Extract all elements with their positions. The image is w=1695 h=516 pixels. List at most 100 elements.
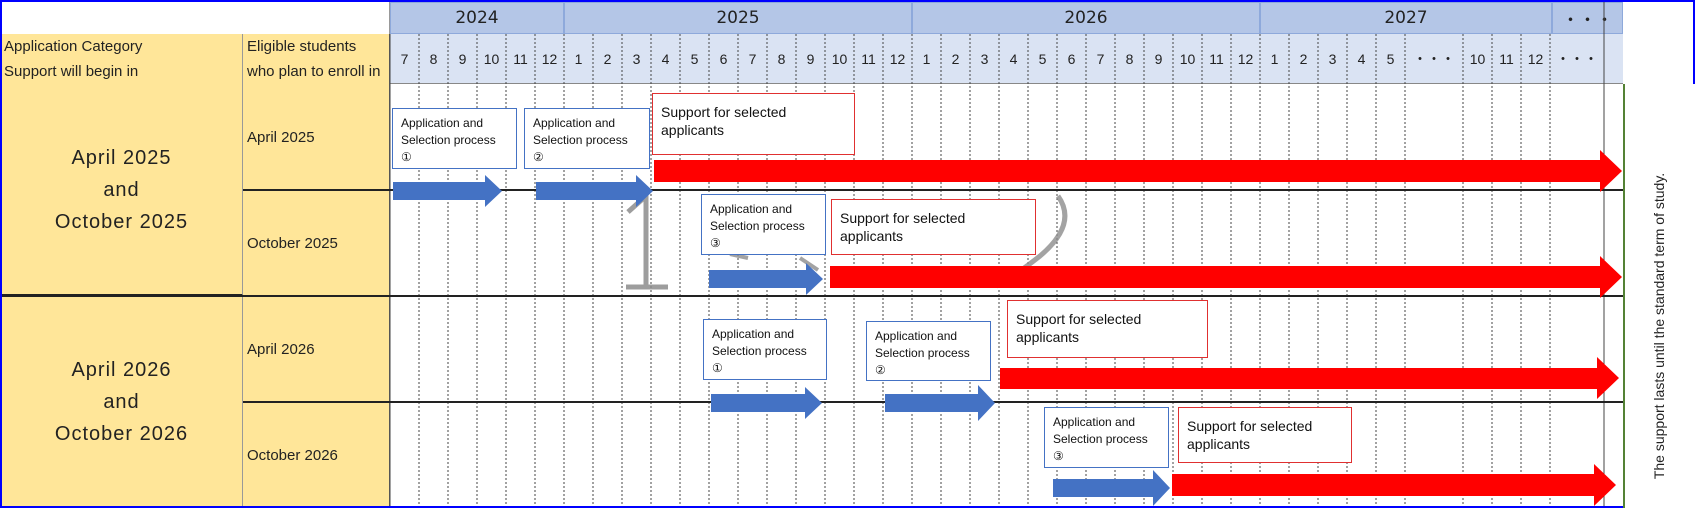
month-label: 2 [951,51,960,67]
month-label: 5 [690,51,699,67]
top-left-blank [0,0,390,34]
year-label-2024: 2024 [455,8,499,28]
year-header-2025: 2025 [564,2,912,34]
header-category-cell [0,34,243,84]
month-label: 8 [429,51,438,67]
month-label: 3 [632,51,641,67]
application-box-line-1: Application and [875,329,958,343]
watermark-stroke-3 [729,252,820,272]
eligible-april-2026: April 2026 [247,341,315,358]
month-label: 5 [1386,51,1395,67]
category-cell-2026 [0,296,243,508]
blue-arrow-apr26-1 [711,387,822,419]
support-box-oct25: Support for selected applicants [831,199,1036,255]
application-box-oct26-3: Application and Selection process ③ [1044,407,1169,468]
month-label: 10 [831,51,848,67]
month-label: 10 [1179,51,1196,67]
red-arrow-oct26 [1172,464,1616,506]
application-box-apr25-2: Application and Selection process ② [524,108,650,169]
eligible-october-2026: October 2026 [247,447,338,464]
month-label: 1 [1270,51,1279,67]
month-label: 11 [1209,51,1224,67]
month-label: 4 [1009,51,1018,67]
support-box-line-1: Support for selected [661,104,787,120]
blue-arrow-oct26 [1053,470,1170,506]
month-label: 11 [1499,51,1514,67]
application-box-oct25-3: Application and Selection process ③ [701,194,826,255]
category-cell-2025 [0,84,243,296]
month-label: 7 [748,51,757,67]
category-2026-label: April 2026 and October 2026 [0,354,243,450]
month-label: 12 [889,51,906,67]
application-box-line-2: Selection process ③ [1053,432,1148,463]
month-label: 7 [1096,51,1105,67]
eligible-october-2025: October 2025 [247,235,338,252]
month-label: ・・・ [1556,51,1598,67]
category-2025-line-1: April 2025 [71,147,172,169]
support-duration-note: The support lasts until the standard ter… [1651,172,1667,480]
month-label: 9 [458,51,467,67]
month-label: 10 [1469,51,1486,67]
month-label: ・・・ [1413,51,1455,67]
application-box-line-2: Selection process ② [875,346,970,377]
header-category-text: Application Category Support will begin … [0,34,243,84]
month-label: 4 [661,51,670,67]
blue-arrow-apr25-2 [536,175,653,207]
support-box-line-1: Support for selected [1187,418,1313,434]
category-2026-line-3: October 2026 [54,423,189,445]
month-label: 2 [1299,51,1308,67]
eligible-header-line-1: Eligible students [247,38,357,55]
year-header-2026: 2026 [912,2,1260,34]
month-label: 11 [513,51,528,67]
month-label: 11 [861,51,876,67]
year-label-2027: 2027 [1384,8,1428,28]
red-arrow-apr26 [1000,357,1619,399]
category-2025-line-2: and [103,179,140,201]
support-box-apr25: Support for selected applicants [652,93,855,155]
support-box-line-1: Support for selected [840,210,966,226]
month-header-row [390,34,1623,84]
month-label: 6 [1067,51,1076,67]
month-label: 12 [1527,51,1544,67]
month-label: 1 [574,51,583,67]
application-box-line-1: Application and [1053,415,1136,429]
month-label: 12 [1237,51,1254,67]
month-label: 3 [980,51,989,67]
year-header-2024: 2024 [390,2,564,34]
application-box-line-1: Application and [401,116,484,130]
blue-arrow-apr25-1 [393,175,502,207]
category-2025-label: April 2025 and October 2025 [0,142,243,238]
month-label: 9 [1154,51,1163,67]
red-arrow-oct25 [830,256,1622,298]
month-label: 1 [922,51,931,67]
category-2025-line-3: October 2025 [54,211,189,233]
eligible-header-line-2: who plan to enroll in [247,63,381,80]
month-label: 8 [1125,51,1134,67]
support-box-apr26: Support for selected applicants [1007,300,1208,358]
month-label: 3 [1328,51,1337,67]
blue-arrow-apr26-2 [885,385,995,421]
header-eligible-cell [243,34,390,84]
watermark-stroke-1 [626,190,668,290]
month-label: 12 [541,51,558,67]
month-label: 10 [483,51,500,67]
application-box-apr26-2: Application and Selection process ② [866,321,991,381]
header-eligible-text: Eligible students who plan to enroll in [243,34,390,84]
month-label: 6 [719,51,728,67]
note-column [1623,84,1695,508]
category-header-line-1: Application Category [4,38,143,55]
year-header-ellipsis: ・・・ [1552,2,1623,34]
application-box-apr25-1: Application and Selection process ① [392,108,517,169]
year-label-2025: 2025 [716,8,760,28]
month-label: 9 [806,51,815,67]
support-box-line-2: applicants [661,122,725,138]
month-label: 5 [1038,51,1047,67]
month-label: 4 [1357,51,1366,67]
blue-arrow-oct25 [709,263,823,295]
support-box-oct26: Support for selected applicants [1178,407,1352,463]
application-box-line-1: Application and [533,116,616,130]
application-box-line-2: Selection process ② [533,133,628,164]
application-box-apr26-1: Application and Selection process ① [703,319,827,380]
